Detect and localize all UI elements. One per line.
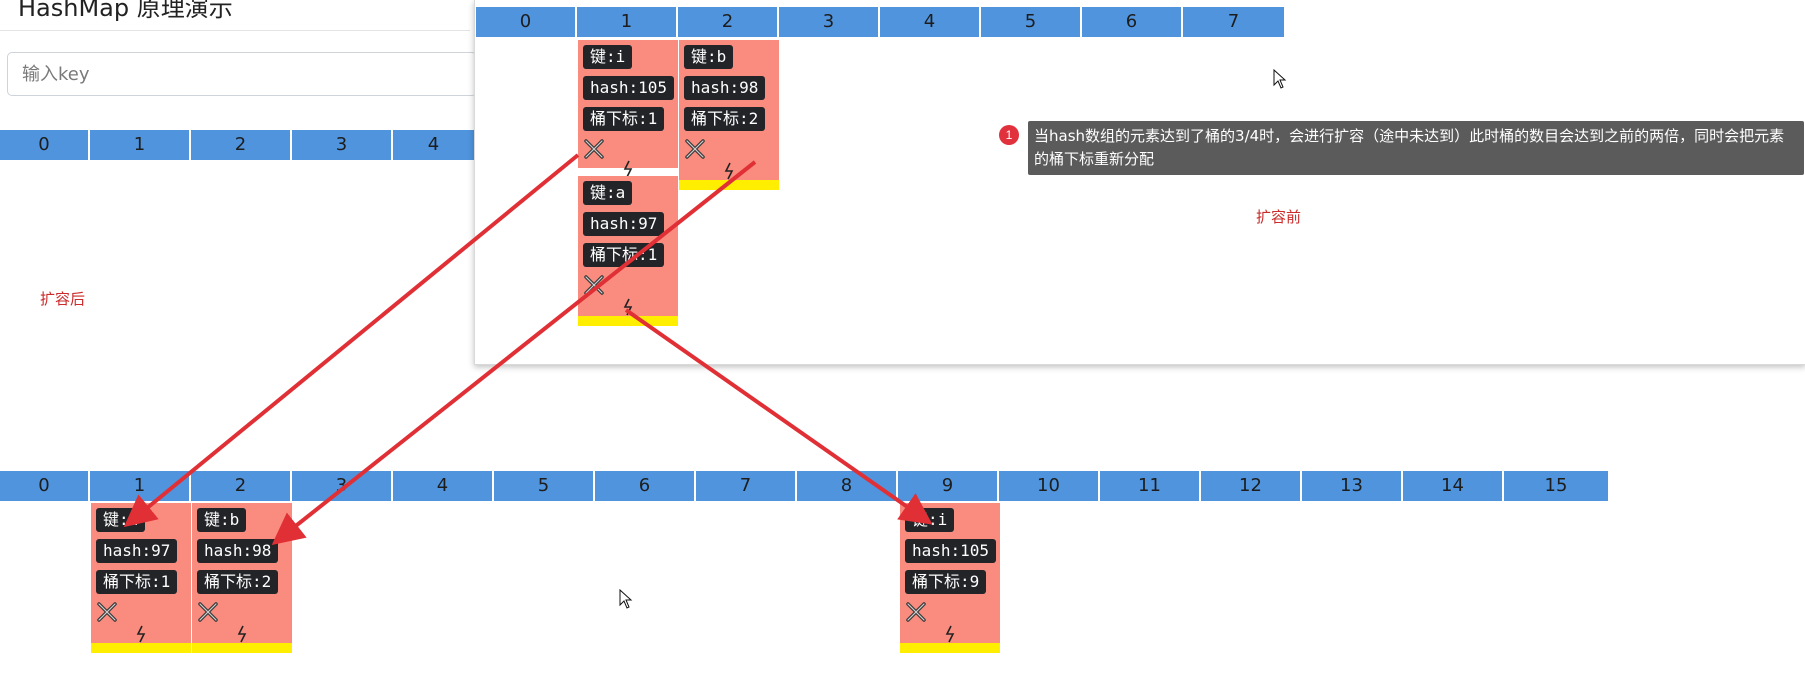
node-key: 键:i [583, 45, 633, 69]
node-key: 键:b [684, 45, 734, 69]
node-hash: hash:105 [905, 539, 997, 563]
node-hash: hash:98 [197, 539, 279, 563]
new-bucket-2: 2 [191, 471, 292, 501]
next-link-icon [136, 625, 146, 643]
new-bucket-11: 11 [1100, 471, 1201, 501]
old-bucket-0: 0 [476, 7, 577, 37]
new-bucket-9: 9 [898, 471, 999, 501]
node-key: 键:a [583, 181, 633, 205]
node-hash: hash:97 [96, 539, 178, 563]
node-index: 桶下标:1 [96, 570, 178, 594]
old-node-b: 键:b hash:98 桶下标:2 [679, 40, 779, 190]
new-bucket-1: 1 [90, 471, 191, 501]
delete-x-icon[interactable] [582, 273, 606, 297]
new-bucket-7: 7 [696, 471, 797, 501]
page-title: HashMap 原理演示 [18, 0, 233, 22]
node-foot [679, 180, 779, 190]
new-bucket-3: 3 [292, 471, 393, 501]
next-link-icon [724, 162, 734, 180]
new-bucket-8: 8 [797, 471, 898, 501]
old-node-i: 键:i hash:105 桶下标:1 [578, 40, 678, 178]
node-hash: hash:98 [684, 76, 766, 100]
node-foot [91, 643, 191, 653]
mouse-cursor-icon [619, 589, 633, 609]
new-bucket-6: 6 [595, 471, 696, 501]
bg-bucket-0: 0 [0, 130, 90, 160]
node-index: 桶下标:1 [583, 243, 665, 267]
next-link-icon [945, 625, 955, 643]
node-key: 键:a [96, 508, 146, 532]
new-bucket-5: 5 [494, 471, 595, 501]
old-bucket-1: 1 [577, 7, 678, 37]
delete-x-icon[interactable] [95, 600, 119, 624]
next-link-icon [623, 298, 633, 316]
old-node-a: 键:a hash:97 桶下标:1 [578, 176, 678, 326]
delete-x-icon[interactable] [196, 600, 220, 624]
new-bucket-4: 4 [393, 471, 494, 501]
old-bucket-7: 7 [1183, 7, 1284, 37]
old-bucket-3: 3 [779, 7, 880, 37]
new-node-a: 键:a hash:97 桶下标:1 [91, 503, 191, 653]
node-index: 桶下标:1 [583, 107, 665, 131]
new-bucket-13: 13 [1302, 471, 1403, 501]
delete-x-icon[interactable] [582, 137, 606, 161]
node-index: 桶下标:2 [197, 570, 279, 594]
new-bucket-14: 14 [1403, 471, 1504, 501]
step-badge: 1 [999, 125, 1019, 145]
old-bucket-4: 4 [880, 7, 981, 37]
node-foot [900, 643, 1000, 653]
bg-bucket-3: 3 [292, 130, 393, 160]
old-bucket-row: 0 1 2 3 4 5 6 7 [476, 7, 1284, 37]
new-bucket-row: 0 1 2 3 4 5 6 7 8 9 10 11 12 13 14 15 [0, 471, 1608, 501]
node-key: 键:i [905, 508, 955, 532]
next-link-icon [237, 625, 247, 643]
old-bucket-2: 2 [678, 7, 779, 37]
old-bucket-5: 5 [981, 7, 1082, 37]
node-hash: hash:105 [583, 76, 675, 100]
delete-x-icon[interactable] [904, 600, 928, 624]
new-bucket-0: 0 [0, 471, 90, 501]
old-bucket-6: 6 [1082, 7, 1183, 37]
before-resize-label: 扩容前 [1256, 208, 1302, 226]
new-node-i: 键:i hash:105 桶下标:9 [900, 503, 1000, 653]
after-resize-label: 扩容后 [40, 290, 86, 308]
node-index: 桶下标:2 [684, 107, 766, 131]
new-bucket-15: 15 [1504, 471, 1608, 501]
key-input[interactable] [7, 52, 477, 96]
mouse-cursor-icon [1273, 69, 1287, 89]
new-bucket-12: 12 [1201, 471, 1302, 501]
bg-bucket-4: 4 [393, 130, 474, 160]
background-bucket-row: 0 1 2 3 4 [0, 130, 474, 160]
bg-bucket-2: 2 [191, 130, 292, 160]
node-key: 键:b [197, 508, 247, 532]
node-foot [578, 316, 678, 326]
node-hash: hash:97 [583, 212, 665, 236]
title-divider [0, 30, 470, 31]
node-foot [192, 643, 292, 653]
bg-bucket-1: 1 [90, 130, 191, 160]
explanation-tooltip: 当hash数组的元素达到了桶的3/4时，会进行扩容（途中未达到）此时桶的数目会达… [1028, 121, 1804, 175]
new-node-b: 键:b hash:98 桶下标:2 [192, 503, 292, 653]
delete-x-icon[interactable] [683, 137, 707, 161]
node-index: 桶下标:9 [905, 570, 987, 594]
new-bucket-10: 10 [999, 471, 1100, 501]
